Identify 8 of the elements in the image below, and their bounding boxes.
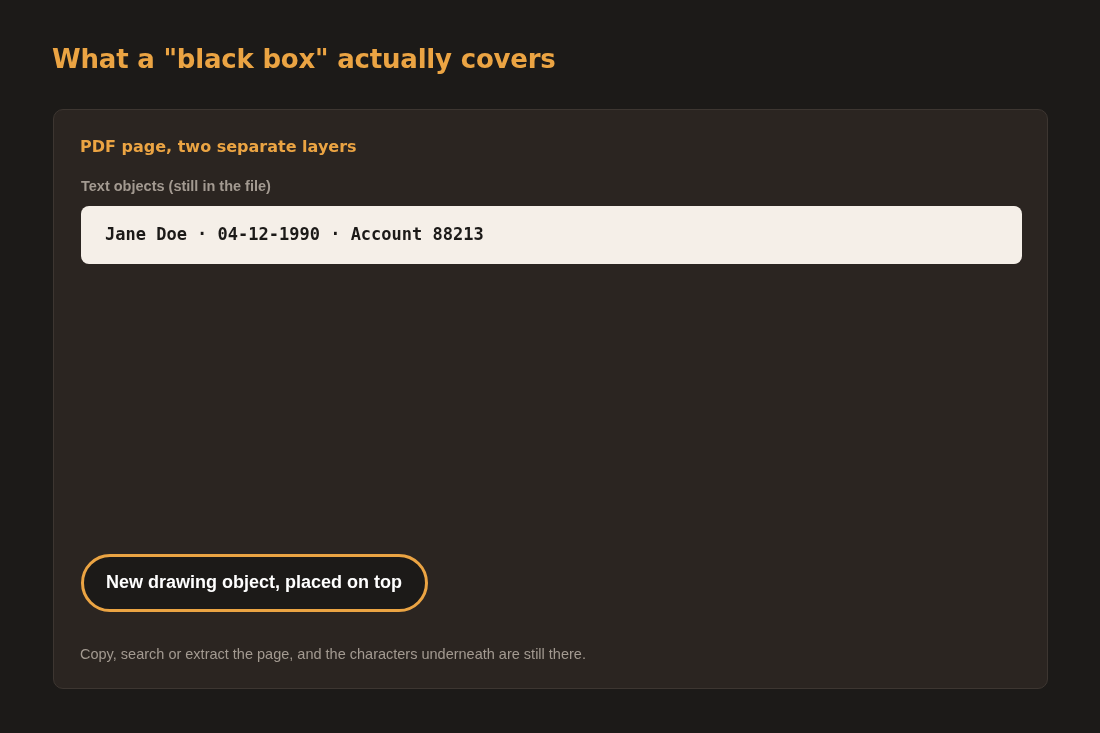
panel-heading: PDF page, two separate layers [80,137,357,156]
layer-caption: Text objects (still in the file) [81,178,271,194]
overlay-label: New drawing object, placed on top [106,572,403,593]
footnote-text: Copy, search or extract the page, and the characters underneath are still there. [80,646,586,662]
personal-data-text: Jane Doe · 04-12-1990 · Account 88213 [105,224,484,244]
drawing-object-pill [81,554,428,612]
diagram-title: What a "black box" actually covers [52,44,556,74]
page-panel [53,109,1048,689]
